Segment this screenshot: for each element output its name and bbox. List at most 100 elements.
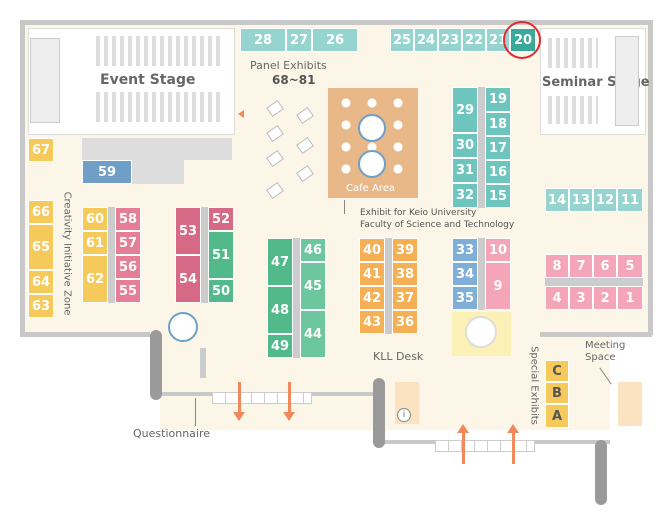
booth-63[interactable]: 63 bbox=[28, 294, 54, 318]
booth-15[interactable]: 15 bbox=[485, 184, 511, 208]
booth-16[interactable]: 16 bbox=[485, 160, 511, 184]
floor-area-lower bbox=[160, 330, 610, 430]
booth-47[interactable]: 47 bbox=[267, 238, 293, 286]
booth-52[interactable]: 52 bbox=[208, 207, 234, 231]
arrow-icon bbox=[238, 382, 241, 414]
booth-B[interactable]: B bbox=[545, 382, 569, 404]
booth-7[interactable]: 7 bbox=[569, 254, 593, 278]
booth-4[interactable]: 4 bbox=[545, 286, 569, 310]
booth-32[interactable]: 32 bbox=[452, 183, 478, 208]
booth-28[interactable]: 28 bbox=[240, 28, 286, 52]
booth-1[interactable]: 1 bbox=[617, 286, 643, 310]
arrow-icon bbox=[288, 382, 291, 414]
booth-64[interactable]: 64 bbox=[28, 270, 54, 294]
booth-36[interactable]: 36 bbox=[392, 310, 418, 334]
panel-exhibits-range: 68~81 bbox=[272, 73, 316, 87]
wall-right bbox=[648, 20, 653, 335]
booth-58[interactable]: 58 bbox=[115, 207, 141, 231]
arrow-icon bbox=[507, 424, 519, 433]
booth-27[interactable]: 27 bbox=[286, 28, 312, 52]
booth-59[interactable]: 59 bbox=[82, 160, 132, 184]
booth-19[interactable]: 19 bbox=[485, 87, 511, 112]
stage-platform bbox=[615, 36, 639, 126]
chair-icon bbox=[548, 96, 598, 124]
highlight-circle bbox=[503, 21, 541, 59]
booth-46[interactable]: 46 bbox=[300, 238, 326, 262]
booth-40[interactable]: 40 bbox=[359, 238, 385, 262]
booth-23[interactable]: 23 bbox=[438, 28, 462, 52]
divider bbox=[82, 138, 232, 160]
booth-67[interactable]: 67 bbox=[28, 138, 54, 162]
creativity-zone-label: Creativity Initiative Zone bbox=[61, 191, 73, 316]
booth-37[interactable]: 37 bbox=[392, 286, 418, 310]
booth-42[interactable]: 42 bbox=[359, 286, 385, 310]
booth-30[interactable]: 30 bbox=[452, 133, 478, 158]
booth-3[interactable]: 3 bbox=[569, 286, 593, 310]
arrow-icon bbox=[283, 412, 295, 421]
booth-13[interactable]: 13 bbox=[569, 188, 593, 212]
arrow-icon bbox=[462, 432, 465, 464]
booth-6[interactable]: 6 bbox=[593, 254, 617, 278]
booth-34[interactable]: 34 bbox=[452, 262, 478, 286]
booth-A[interactable]: A bbox=[545, 404, 569, 428]
panel-exhibits-label: Panel Exhibits bbox=[250, 59, 327, 72]
booth-10[interactable]: 10 bbox=[485, 238, 511, 262]
booth-5[interactable]: 5 bbox=[617, 254, 643, 278]
wall-left bbox=[20, 20, 25, 335]
questionnaire-box bbox=[200, 348, 206, 378]
booth-53[interactable]: 53 bbox=[175, 207, 201, 255]
booth-33[interactable]: 33 bbox=[452, 238, 478, 262]
booth-55[interactable]: 55 bbox=[115, 279, 141, 303]
meeting-table[interactable] bbox=[618, 382, 642, 426]
booth-56[interactable]: 56 bbox=[115, 255, 141, 279]
booth-9[interactable]: 9 bbox=[485, 262, 511, 310]
ballot-icon bbox=[358, 114, 386, 142]
booth-29[interactable]: 29 bbox=[452, 87, 478, 133]
booth-35[interactable]: 35 bbox=[452, 286, 478, 310]
booth-54[interactable]: 54 bbox=[175, 255, 201, 303]
booth-50[interactable]: 50 bbox=[208, 279, 234, 303]
booth-57[interactable]: 57 bbox=[115, 231, 141, 255]
cafe-area-label: Cafe Area bbox=[346, 183, 395, 194]
booth-22[interactable]: 22 bbox=[462, 28, 486, 52]
booth-60[interactable]: 60 bbox=[82, 207, 108, 231]
booth-66[interactable]: 66 bbox=[28, 200, 54, 224]
booth-11[interactable]: 11 bbox=[617, 188, 643, 212]
booth-44[interactable]: 44 bbox=[300, 310, 326, 358]
booth-18[interactable]: 18 bbox=[485, 112, 511, 136]
divider bbox=[201, 207, 208, 303]
ballot-icon[interactable] bbox=[168, 312, 198, 342]
keio-exhibit-label-1: Exhibit for Keio University bbox=[360, 208, 477, 218]
connector-line bbox=[195, 398, 196, 426]
booth-49[interactable]: 49 bbox=[267, 334, 293, 358]
booth-62[interactable]: 62 bbox=[82, 255, 108, 303]
keio-exhibit-label-2: Faculty of Science and Technology bbox=[360, 220, 515, 230]
booth-12[interactable]: 12 bbox=[593, 188, 617, 212]
meeting-space-label: Meeting Space bbox=[585, 340, 626, 363]
booth-41[interactable]: 41 bbox=[359, 262, 385, 286]
booth-8[interactable]: 8 bbox=[545, 254, 569, 278]
chair-icon bbox=[548, 38, 598, 68]
stage-platform bbox=[30, 38, 60, 123]
booth-51[interactable]: 51 bbox=[208, 231, 234, 279]
booth-61[interactable]: 61 bbox=[82, 231, 108, 255]
booth-39[interactable]: 39 bbox=[392, 238, 418, 262]
booth-2[interactable]: 2 bbox=[593, 286, 617, 310]
wall-bottom-left bbox=[20, 332, 150, 337]
booth-24[interactable]: 24 bbox=[414, 28, 438, 52]
booth-38[interactable]: 38 bbox=[392, 262, 418, 286]
robot-icon bbox=[465, 316, 497, 348]
chair-icon bbox=[96, 92, 222, 122]
booth-14[interactable]: 14 bbox=[545, 188, 569, 212]
booth-48[interactable]: 48 bbox=[267, 286, 293, 334]
arrow-icon bbox=[457, 424, 469, 433]
booth-26[interactable]: 26 bbox=[312, 28, 358, 52]
booth-43[interactable]: 43 bbox=[359, 310, 385, 334]
booth-25[interactable]: 25 bbox=[390, 28, 414, 52]
booth-C[interactable]: C bbox=[545, 360, 569, 382]
booth-65[interactable]: 65 bbox=[28, 224, 54, 270]
booth-31[interactable]: 31 bbox=[452, 158, 478, 183]
booth-45[interactable]: 45 bbox=[300, 262, 326, 310]
booth-17[interactable]: 17 bbox=[485, 136, 511, 160]
event-stage-label: Event Stage bbox=[100, 72, 196, 88]
